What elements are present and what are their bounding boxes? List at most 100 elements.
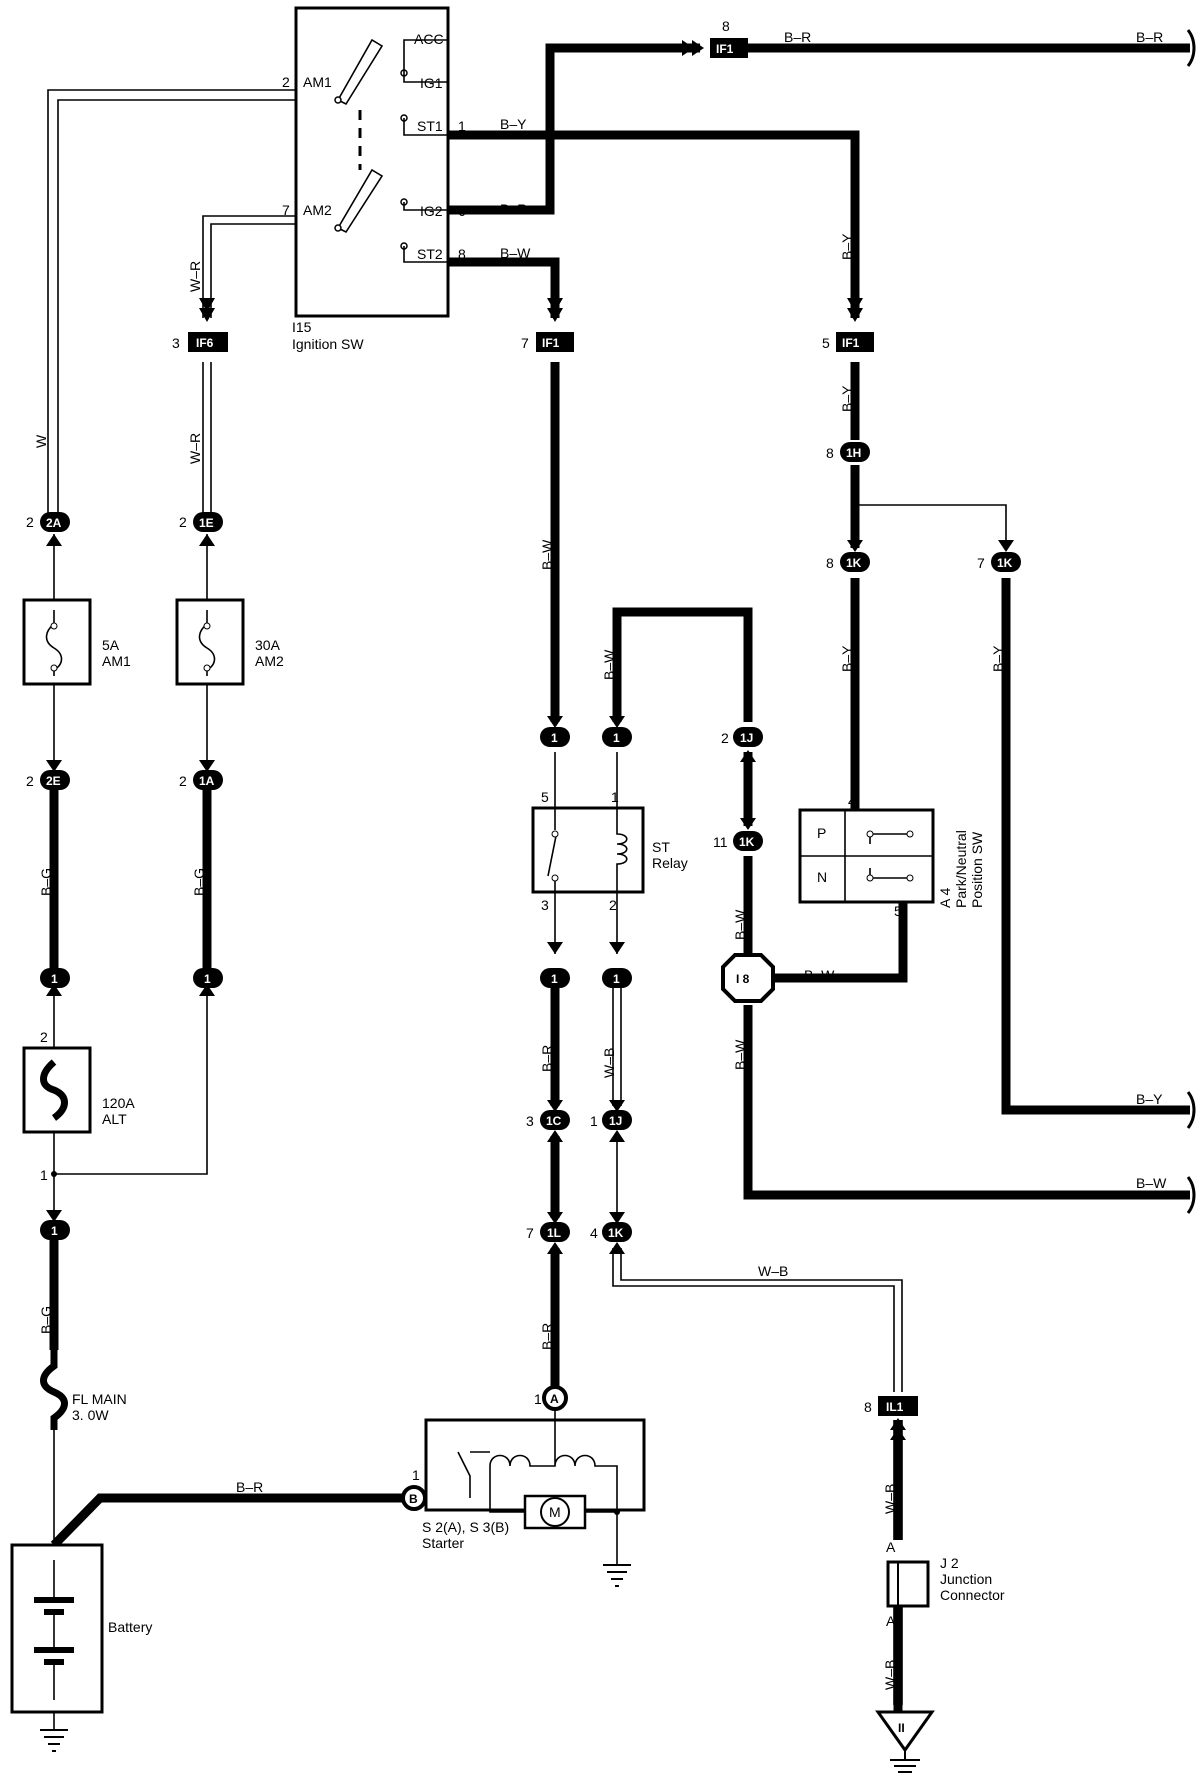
pin-7-1k: 7 <box>977 555 985 571</box>
pin-7-if1: 7 <box>521 335 529 351</box>
wire-label-bg-b: B–G <box>191 868 207 896</box>
pin-2-1a: 2 <box>179 773 187 789</box>
connector-1h <box>840 442 870 462</box>
junction-dots <box>51 502 858 1515</box>
connector-1l <box>540 1222 570 1242</box>
connector-1k-b <box>991 552 1021 572</box>
pin-acc: ACC <box>414 31 444 47</box>
pin-1-alt: 1 <box>40 1167 48 1183</box>
relay-coil <box>616 808 628 892</box>
pn-id: A 4 <box>937 888 953 908</box>
pn-contacts <box>869 833 910 879</box>
battery-box <box>10 1543 104 1714</box>
wire-label-w: W <box>33 434 49 448</box>
switch-terminals <box>403 39 448 263</box>
connector-1c <box>540 1110 570 1130</box>
wire-label-br-a: B–R <box>539 1045 555 1072</box>
pin-8-1h: 8 <box>826 445 834 461</box>
connector-1-d <box>193 968 223 988</box>
pin-2-1e: 2 <box>179 514 187 530</box>
fl-main-line2: 3. 0W <box>72 1407 109 1423</box>
connector-1-f <box>602 968 632 988</box>
fl-main-line1: FL MAIN <box>72 1391 127 1407</box>
pin-ig1: IG1 <box>420 75 443 91</box>
pin-2-am1: 2 <box>282 74 290 90</box>
pin-am2: AM2 <box>303 202 332 218</box>
svg-text:1K: 1K <box>997 556 1013 570</box>
wire-bw-i8-pn <box>773 902 908 983</box>
wire-by-branch <box>855 504 1007 548</box>
pin-4-1k: 4 <box>590 1225 598 1241</box>
pin-ig2: IG2 <box>420 203 443 219</box>
connector-il1 <box>878 1396 918 1416</box>
wire-label-bw-mid: B–W <box>539 539 555 570</box>
wire-bw-st2 <box>448 257 560 318</box>
pin-11-1k: 11 <box>713 834 728 850</box>
connector-1k-d <box>602 1222 632 1242</box>
fuse-30a-box <box>175 598 245 686</box>
wire-label-by-c: B–Y <box>839 645 855 672</box>
wire-label-bw-right: B–W <box>1136 1175 1167 1191</box>
pn-n: N <box>817 869 827 885</box>
svg-text:A: A <box>550 1392 559 1406</box>
fuse-alt-rating: 120A <box>102 1095 135 1111</box>
svg-text:1: 1 <box>613 731 620 745</box>
switch-contacts <box>336 38 384 234</box>
connector-b <box>401 1485 427 1511</box>
wire-label-bw-st2: B–W <box>500 245 531 261</box>
pin-2-alt: 2 <box>40 1029 48 1045</box>
wire-label-bg-a: B–G <box>38 868 54 896</box>
pin-8-1k: 8 <box>826 555 834 571</box>
pin-2-1j: 2 <box>721 730 729 746</box>
pin-1-b: 1 <box>412 1467 420 1483</box>
wire-label-bg-c: B–G <box>38 1306 54 1334</box>
connector-1k-a <box>840 552 870 572</box>
wire-labels: B–R B–R B–Y B–R B–W B–Y B–W B–W W–B B–R … <box>33 29 1167 1690</box>
pin-1-relay: 1 <box>611 789 619 805</box>
fl-main-element <box>40 1350 68 1430</box>
wire-br-battery <box>50 1493 405 1549</box>
wire-by-right <box>1001 578 1190 1115</box>
svg-text:1: 1 <box>613 972 620 986</box>
connector-1e <box>193 512 223 532</box>
wire-label-wr-b: W–R <box>187 433 203 464</box>
pin-6-ig2: 6 <box>458 203 466 219</box>
connector-1a <box>193 770 223 790</box>
svg-text:1K: 1K <box>739 835 755 849</box>
wire-label-by-d: B–Y <box>990 645 1006 672</box>
pin-5-relay: 5 <box>541 789 549 805</box>
starter-line1: S 2(A), S 3(B) <box>422 1519 509 1535</box>
pin-8-top: 8 <box>722 18 730 34</box>
wire-label-by-right: B–Y <box>1136 1091 1163 1107</box>
fuse-30a-element <box>198 610 216 676</box>
pin-8-il1: 8 <box>864 1399 872 1415</box>
connector-1-e <box>540 968 570 988</box>
wire-label-br-top1: B–R <box>784 29 811 45</box>
pin-5-if1: 5 <box>822 335 830 351</box>
fuse-5a-box <box>22 598 92 686</box>
park-neutral-switch: P N A 4 Park/Neutral Position SW <box>798 808 985 908</box>
starter: M S 2(A), S 3(B) Starter <box>422 1406 646 1587</box>
svg-text:1L: 1L <box>547 1226 561 1240</box>
pin-4-pn: 4 <box>848 793 856 809</box>
svg-text:1C: 1C <box>546 1114 562 1128</box>
connector-1-g <box>40 1220 70 1240</box>
junction-box <box>886 1560 930 1608</box>
svg-text:B: B <box>409 1492 418 1506</box>
ground-ii-label: II <box>898 1721 905 1735</box>
wire-label-by-b: B–Y <box>839 385 855 412</box>
pin-3-1c: 3 <box>526 1113 534 1129</box>
pin-8-st2: 8 <box>458 246 466 262</box>
svg-text:2A: 2A <box>46 516 62 530</box>
wire-wb-to-il1 <box>612 1248 903 1392</box>
connector-1-c <box>40 968 70 988</box>
pn-p: P <box>817 825 826 841</box>
svg-text:1: 1 <box>551 731 558 745</box>
junction-id: J 2 <box>940 1555 959 1571</box>
svg-text:1: 1 <box>551 972 558 986</box>
pin-1-1j: 1 <box>590 1113 598 1129</box>
svg-text:1E: 1E <box>199 516 214 530</box>
pin-3-relay: 3 <box>541 897 549 913</box>
junction-pin-a-bottom: A <box>886 1613 896 1629</box>
wire-label-br-b: B–R <box>539 1323 555 1350</box>
